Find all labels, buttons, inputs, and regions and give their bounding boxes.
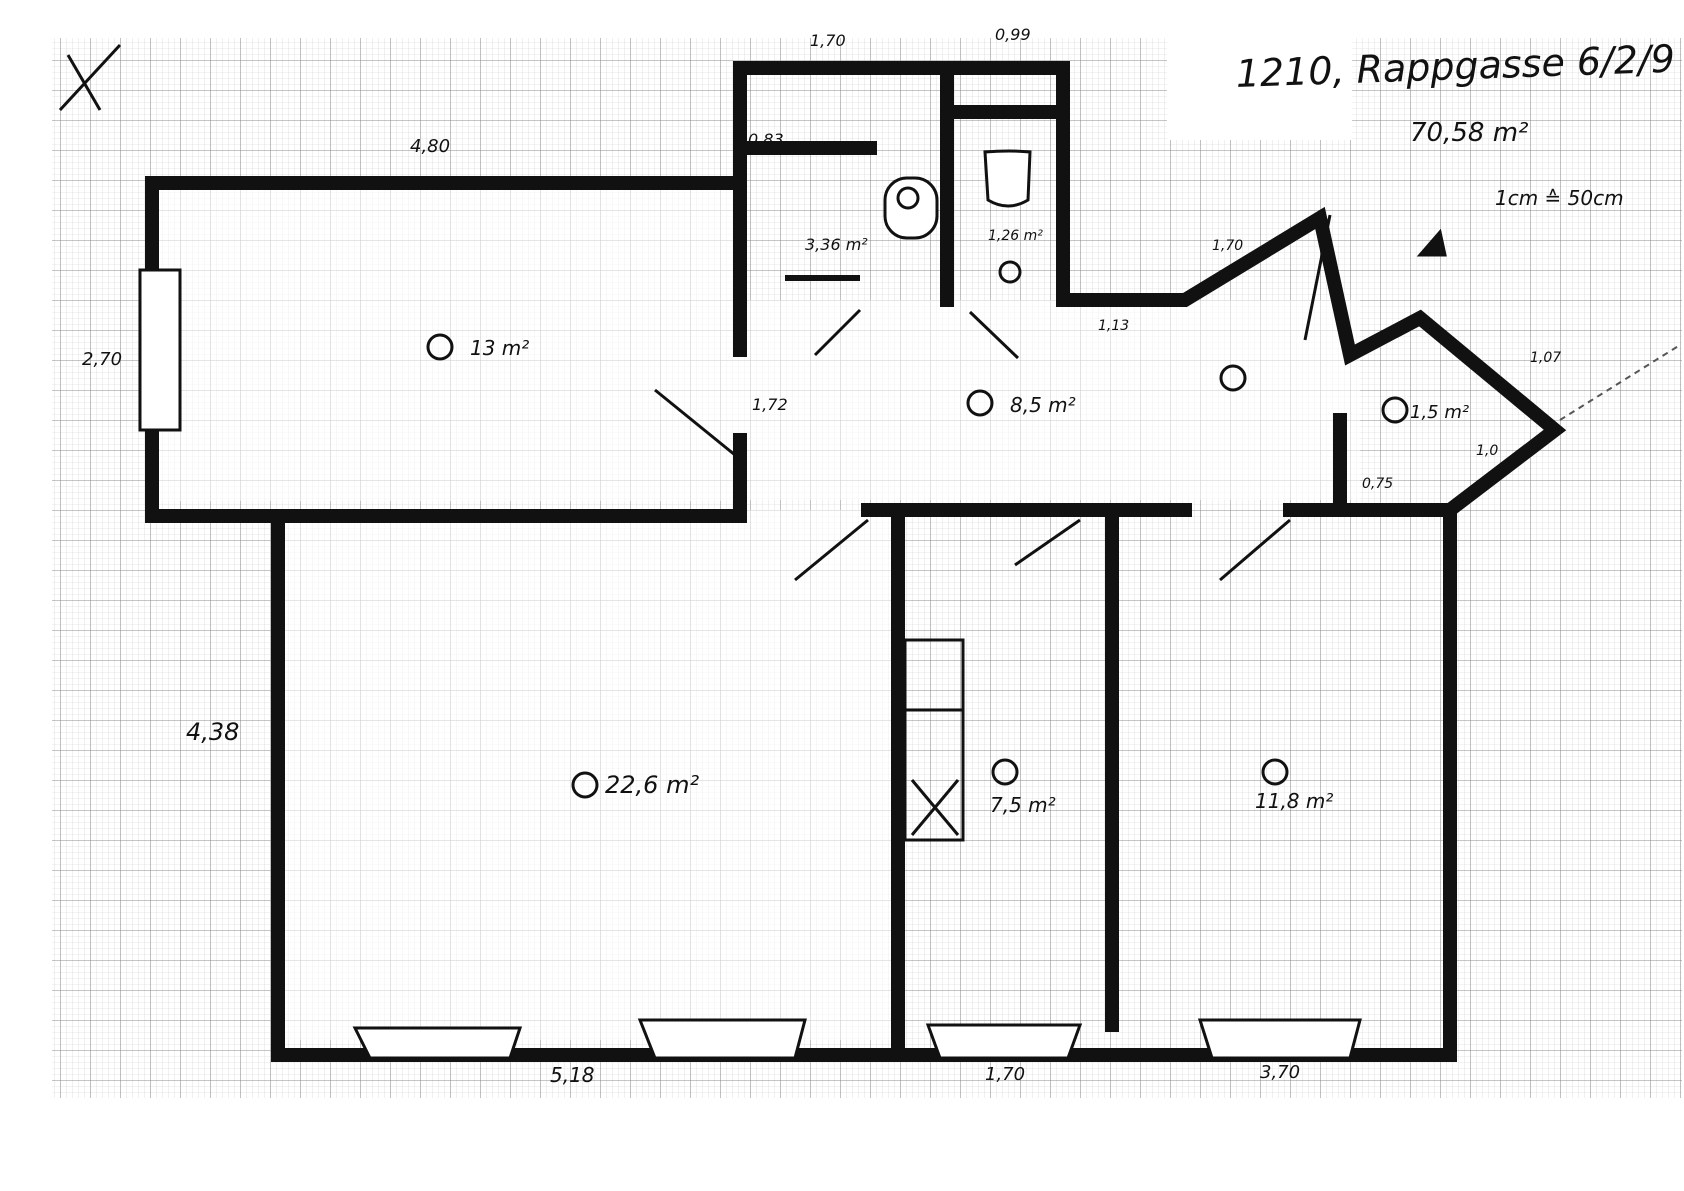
light-icon [1381,396,1409,424]
light-icon [998,260,1022,284]
area-room-left: 13 m² [470,336,529,360]
dim-hall-right: 1,13 [1098,318,1129,334]
light-icon [426,333,454,361]
scale-label: 1cm ≙ 50cm [1495,186,1624,210]
dim-bottom-mid: 1,70 [985,1064,1025,1085]
dim-top-wc: 0,99 [995,25,1031,44]
area-room-right: 11,8 m² [1255,789,1333,813]
windows [138,268,1362,1060]
area-storage: 1,5 m² [1410,402,1469,423]
north-arrow-icon [58,43,1447,257]
light-icon [1261,758,1289,786]
title-background [1167,30,1352,140]
dim-angle-right: 1,07 [1530,350,1561,366]
area-bathroom: 3,36 m² [805,235,868,254]
area-living-room: 22,6 m² [605,771,699,799]
dim-angle-top: 1,70 [1212,238,1243,254]
dim-hall-mid: 1,72 [752,395,788,414]
dim-bottom-right: 3,70 [1260,1062,1300,1083]
dim-top-bath: 1,70 [810,31,846,50]
dim-left-small: 2,70 [82,349,122,370]
door-swings [654,214,1332,582]
dim-top-left: 4,80 [410,136,450,157]
dim-bottom-left: 5,18 [550,1063,595,1087]
dim-angle-side: 1,0 [1476,443,1498,459]
light-symbols [426,186,1409,799]
area-hall: 8,5 m² [1010,393,1076,417]
light-icon [571,771,599,799]
dashed-line [1559,344,1681,421]
total-area-label: 70,58 m² [1410,118,1529,148]
light-icon [896,186,920,210]
light-icon [966,389,994,417]
light-icon [991,758,1019,786]
dim-left-large: 4,38 [186,718,239,746]
dim-bath-side: 0,83 [748,130,784,149]
area-kitchen: 7,5 m² [990,793,1056,817]
room-fills [152,183,1360,1040]
area-wc: 1,26 m² [988,228,1043,244]
dim-storage-bottom: 0,75 [1362,476,1393,492]
light-icon [1219,364,1247,392]
